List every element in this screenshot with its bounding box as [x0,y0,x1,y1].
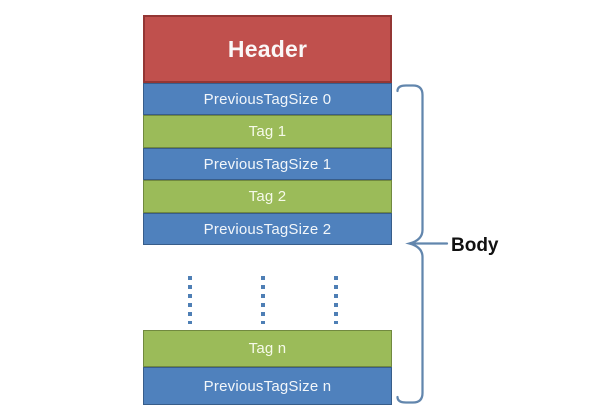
tag-1-block: Tag 1 [143,115,392,148]
previous-tag-size-n-block: PreviousTagSize n [143,367,392,405]
tag-2-block: Tag 2 [143,180,392,213]
brace-curve [396,84,424,404]
ellipsis-dotted-line [334,276,338,324]
tag-n-block: Tag n [143,330,392,367]
ellipsis-dotted-line [261,276,265,324]
previous-tag-size-0-block: PreviousTagSize 0 [143,83,392,115]
body-label: Body [451,235,499,256]
previous-tag-size-1-block: PreviousTagSize 1 [143,148,392,180]
ellipsis-dotted-line [188,276,192,324]
header-block: Header [143,15,392,83]
previous-tag-size-2-block: PreviousTagSize 2 [143,213,392,245]
